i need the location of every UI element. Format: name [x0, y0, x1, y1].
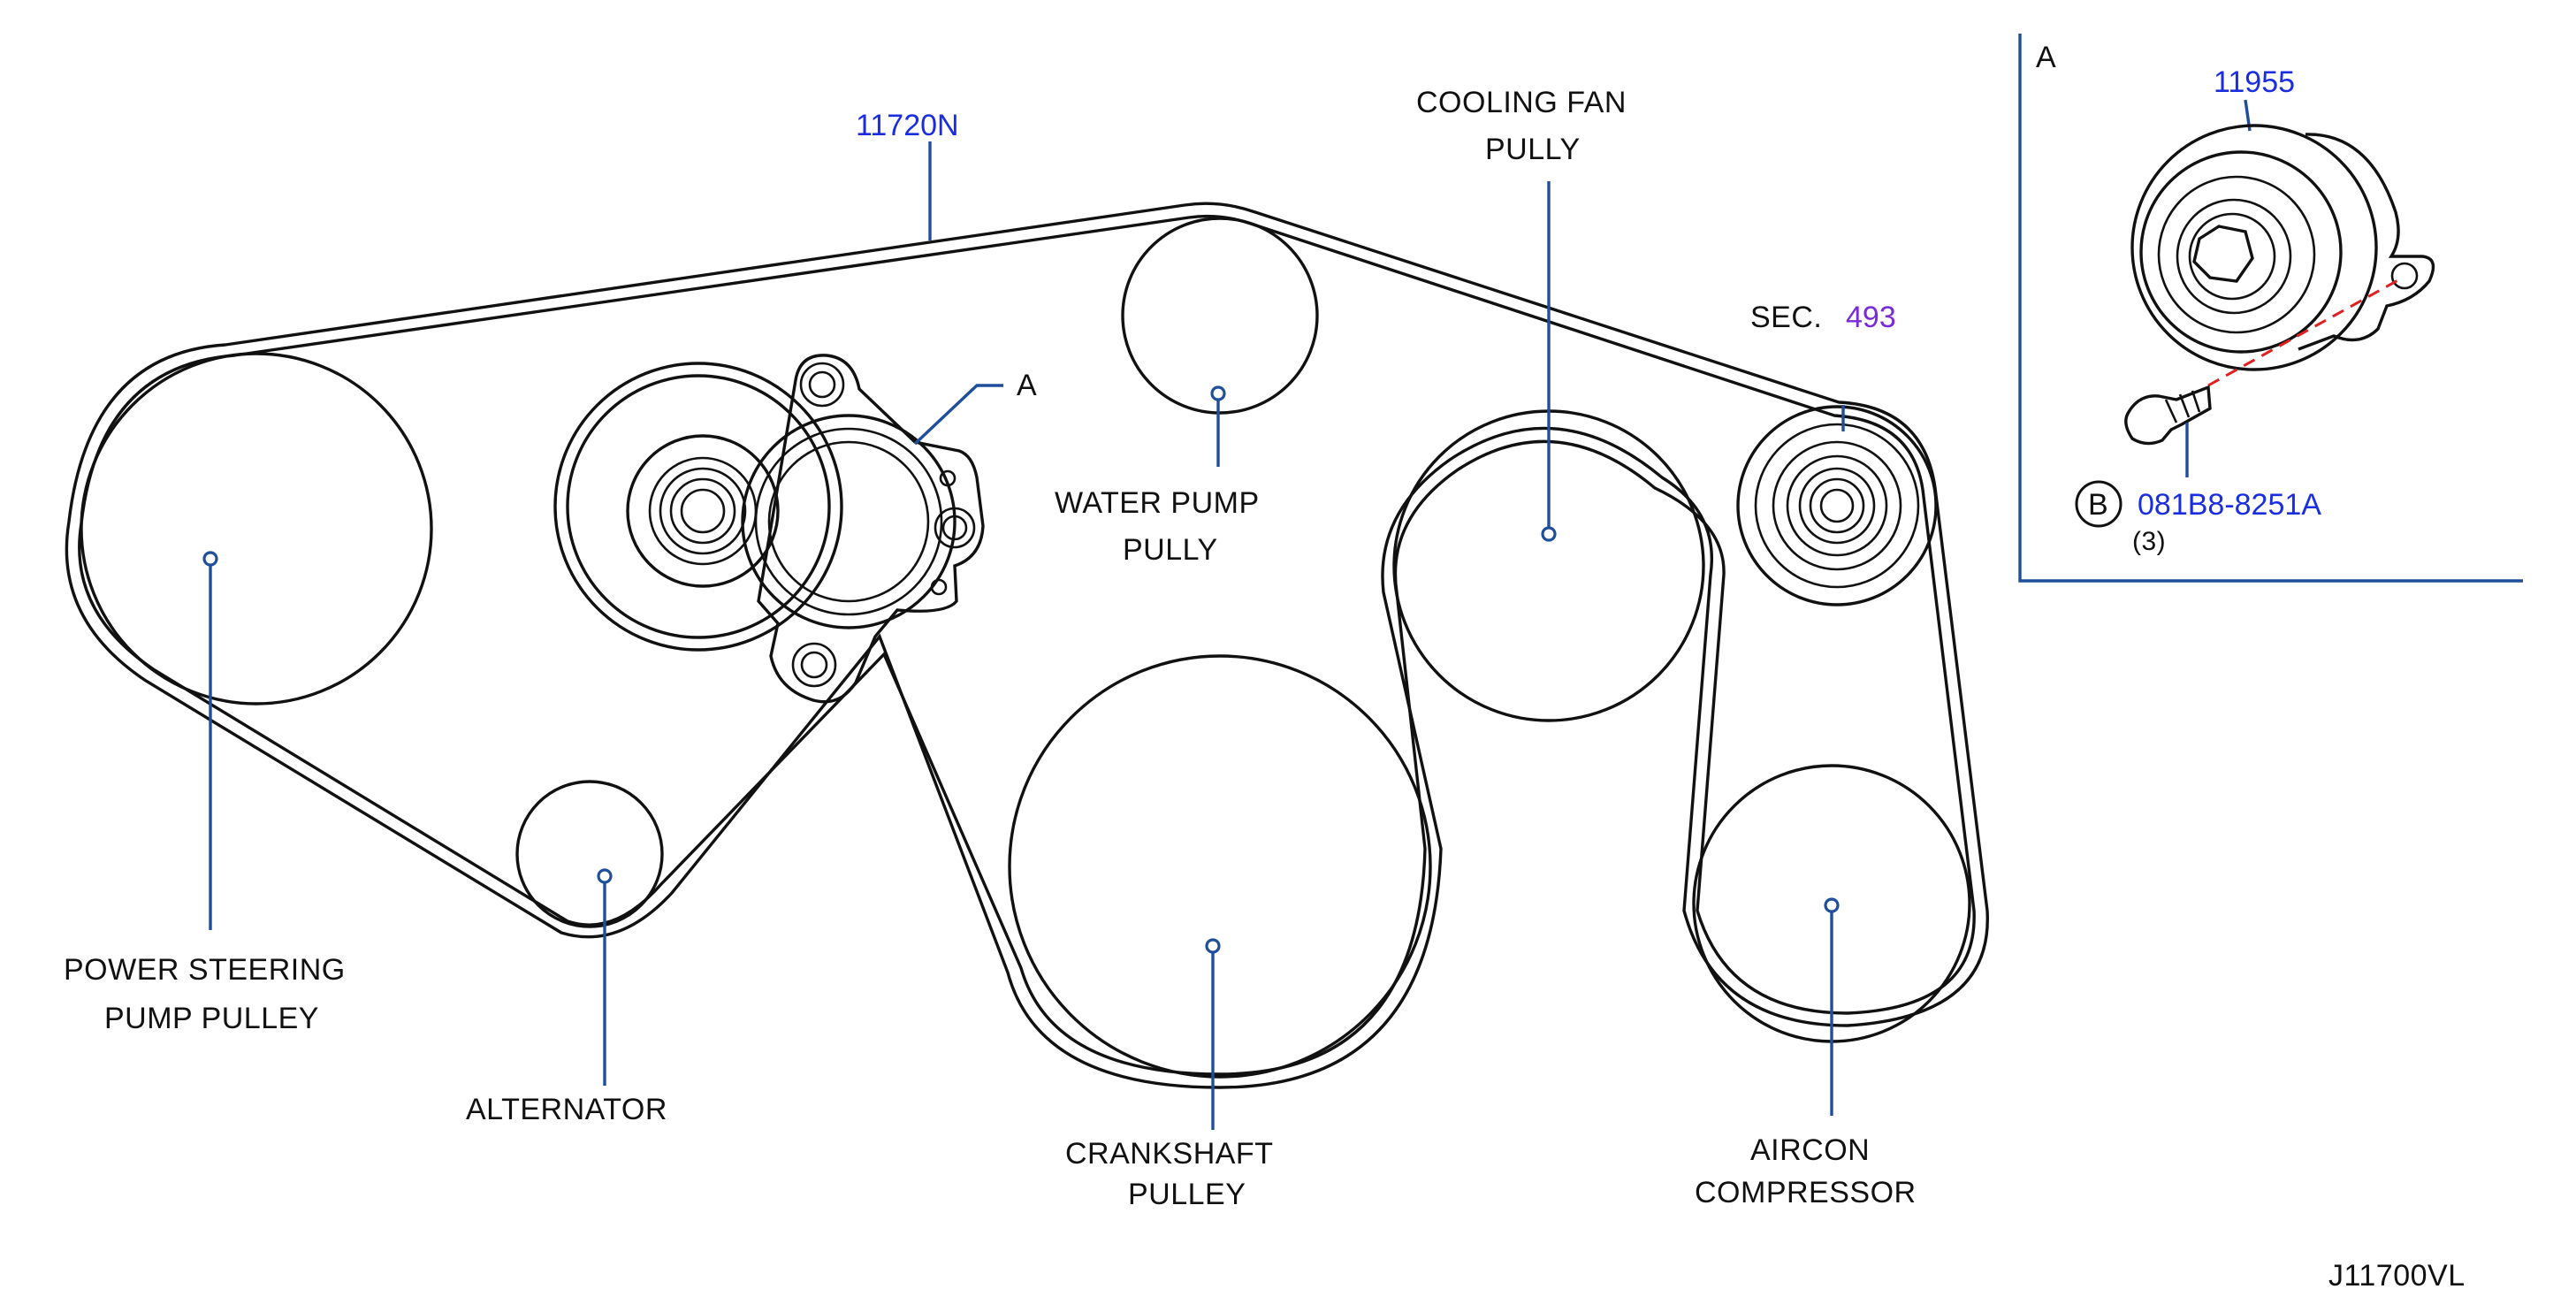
detail-a-panel: A 11955 B 081B8-8251A (3): [2018, 34, 2523, 583]
alternator-label: ALTERNATOR: [466, 1093, 667, 1126]
bolt-quantity: (3): [2132, 527, 2166, 556]
bolt-guide-line: [2207, 276, 2404, 387]
water-pump-pulley: [1121, 217, 1319, 467]
bolt-reference-letter: B: [2088, 488, 2108, 522]
power-steering-pump-pulley: [80, 352, 433, 930]
bolt-part-number[interactable]: 081B8-8251A: [2138, 488, 2321, 522]
water-pump-label-line1: WATER PUMP: [1055, 486, 1260, 520]
drive-belt: [65, 202, 1989, 1089]
section-prefix: SEC.: [1750, 301, 1822, 334]
crankshaft-label-line1: CRANKSHAFT: [1065, 1137, 1273, 1171]
section-number-link[interactable]: 493: [1846, 301, 1896, 334]
tensioner-detail-drawing: [2124, 124, 2435, 446]
detail-frame: [2018, 34, 2523, 583]
alternator-pulley: [515, 780, 664, 1086]
detail-title: A: [2036, 41, 2056, 74]
power-steering-label-line1: POWER STEERING: [64, 953, 346, 987]
bolt-reference-circle: [2075, 480, 2123, 528]
belt-part-number[interactable]: 11720N: [856, 109, 959, 142]
aircon-label-line1: AIRCON: [1750, 1133, 1870, 1167]
belt-tensioner: [553, 354, 1003, 704]
crankshaft-pulley: [1008, 654, 1432, 1130]
tensioner-part-number[interactable]: 11955: [2214, 65, 2295, 99]
cooling-fan-pulley: [1392, 181, 1705, 722]
aircon-label-line2: COMPRESSOR: [1695, 1176, 1917, 1209]
water-pump-label-line2: PULLY: [1123, 533, 1218, 567]
cooling-fan-label-line2: PULLY: [1485, 133, 1581, 166]
aircon-compressor-pulley: [1692, 764, 1971, 1116]
crankshaft-label-line2: PULLEY: [1128, 1178, 1246, 1211]
power-steering-label-line2: PUMP PULLEY: [104, 1002, 319, 1035]
drawing-code: J11700VL: [2328, 1259, 2465, 1293]
detail-a-reference: A: [1017, 369, 1037, 402]
idler-pulley: [1736, 405, 1938, 606]
cooling-fan-label-line1: COOLING FAN: [1416, 86, 1627, 119]
